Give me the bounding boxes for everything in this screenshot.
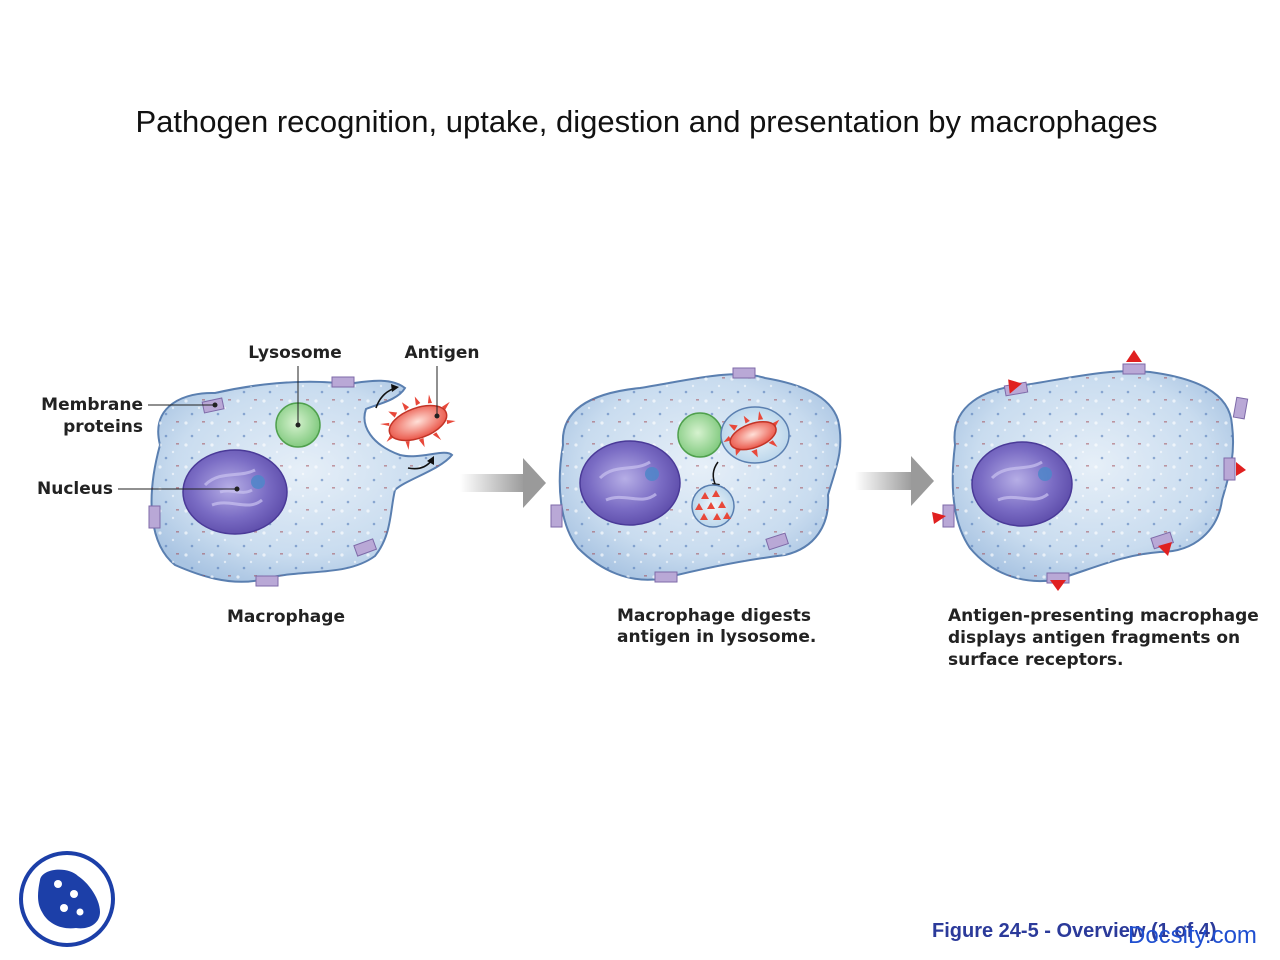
nucleus (579, 440, 681, 526)
membrane-protein (353, 538, 378, 557)
label-antigen: Antigen (404, 343, 479, 363)
caption-panel-3-line1: Antigen-presenting macrophage (948, 606, 1259, 626)
docsity-watermark[interactable]: Docsity.com (1128, 922, 1257, 949)
membrane-protein (732, 367, 756, 379)
caption-panel-2-line2: antigen in lysosome. (617, 627, 816, 647)
antigen-fragments (695, 490, 731, 520)
label-lysosome: Lysosome (248, 343, 342, 363)
membrane-protein (255, 575, 279, 587)
label-membrane-proteins-line1: Membrane (41, 395, 143, 415)
membrane-protein (331, 376, 355, 388)
caption-panel-1: Macrophage (227, 607, 345, 627)
nucleus (971, 441, 1073, 527)
antigen (380, 394, 456, 450)
panel-3: Antigen-presenting macrophage displays a… (932, 350, 1259, 670)
panel-2: Macrophage digests antigen in lysosome. (550, 367, 842, 647)
membrane-protein (148, 505, 161, 529)
slide-title: Pathogen recognition, uptake, digestion … (135, 104, 1158, 139)
step-arrow-2 (855, 456, 934, 506)
label-membrane-proteins-line2: proteins (63, 417, 143, 437)
membrane-protein (654, 571, 678, 583)
antigen (723, 411, 780, 458)
step-arrow-1 (460, 458, 546, 508)
caption-panel-3-line3: surface receptors. (948, 650, 1123, 670)
panel-1: Lysosome Antigen Membrane proteins Nucle… (37, 343, 480, 627)
membrane-protein (550, 504, 563, 528)
caption-panel-2-line1: Macrophage digests (617, 606, 811, 626)
caption-panel-3-line2: displays antigen fragments on (948, 628, 1240, 648)
figure-caption: Figure 24-5 - Overview (1 of 4) (932, 920, 1217, 942)
lysosome (677, 412, 723, 458)
surface-receptors (932, 350, 1249, 591)
docsity-logo-icon (19, 851, 115, 947)
label-nucleus: Nucleus (37, 479, 113, 499)
membrane-protein (765, 532, 789, 551)
